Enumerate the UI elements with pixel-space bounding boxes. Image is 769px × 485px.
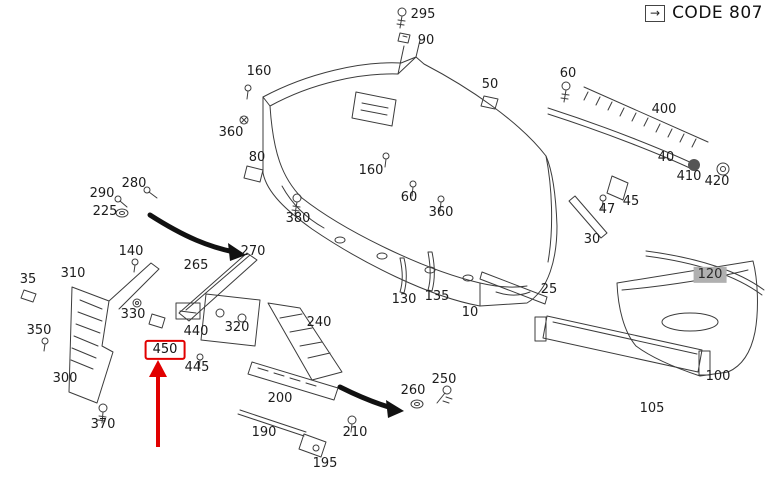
code-header: → CODE 807 xyxy=(645,3,763,23)
rod-shape xyxy=(237,409,327,458)
spoiler-strips-shape xyxy=(547,86,709,170)
part-number-10-47[interactable]: 10 xyxy=(461,304,479,320)
part-number-90-1[interactable]: 90 xyxy=(417,32,435,48)
corner-bracket-shape xyxy=(606,175,629,201)
part-number-250-44[interactable]: 250 xyxy=(431,371,457,387)
part-number-265-33[interactable]: 265 xyxy=(183,257,209,273)
code-label: CODE 807 xyxy=(672,3,763,23)
part-number-240-38[interactable]: 240 xyxy=(306,314,332,330)
part-number-350-29[interactable]: 350 xyxy=(26,322,52,338)
parking-sensor-icons xyxy=(688,159,730,176)
code-arrow-icon: → xyxy=(645,4,666,22)
trim-pieces-shape xyxy=(399,251,435,294)
part-number-195-41[interactable]: 195 xyxy=(312,455,338,471)
part-number-295-0[interactable]: 295 xyxy=(410,6,436,22)
part-number-80-4[interactable]: 80 xyxy=(248,149,266,165)
part-number-140-25[interactable]: 140 xyxy=(118,243,144,259)
part-number-400-11[interactable]: 400 xyxy=(651,101,677,117)
lower-rail-shape xyxy=(247,361,339,401)
part-number-450-36[interactable]: 450 xyxy=(144,339,186,361)
part-number-160-6[interactable]: 160 xyxy=(358,162,384,178)
small-module-shape xyxy=(148,302,201,329)
part-number-330-28[interactable]: 330 xyxy=(120,306,146,322)
end-cap-shapes xyxy=(243,95,499,183)
part-number-60-7[interactable]: 60 xyxy=(400,189,418,205)
part-number-60-10[interactable]: 60 xyxy=(559,65,577,81)
part-number-30-17[interactable]: 30 xyxy=(583,231,601,247)
part-number-260-43[interactable]: 260 xyxy=(400,382,426,398)
part-number-440-34[interactable]: 440 xyxy=(183,323,209,339)
part-number-225-24[interactable]: 225 xyxy=(92,203,118,219)
part-number-35-26[interactable]: 35 xyxy=(19,271,37,287)
part-number-105-21[interactable]: 105 xyxy=(639,400,665,416)
part-number-420-14[interactable]: 420 xyxy=(704,173,730,189)
part-number-100-20[interactable]: 100 xyxy=(705,368,731,384)
part-number-380-5[interactable]: 380 xyxy=(285,210,311,226)
part-number-300-30[interactable]: 300 xyxy=(52,370,78,386)
part-number-310-27[interactable]: 310 xyxy=(60,265,86,281)
fastener-icons xyxy=(20,7,607,433)
part-number-360-3[interactable]: 360 xyxy=(218,124,244,140)
valance-panel-shape xyxy=(616,260,758,377)
arch-trim-shape xyxy=(178,252,258,322)
part-number-40-12[interactable]: 40 xyxy=(657,149,675,165)
center-bracket-shape xyxy=(200,293,261,347)
part-number-45-15[interactable]: 45 xyxy=(622,193,640,209)
selection-arrow-icon xyxy=(149,360,167,447)
part-number-135-46[interactable]: 135 xyxy=(424,288,450,304)
part-number-160-2[interactable]: 160 xyxy=(246,63,272,79)
part-number-130-45[interactable]: 130 xyxy=(391,291,417,307)
part-number-360-8[interactable]: 360 xyxy=(428,204,454,220)
part-number-50-9[interactable]: 50 xyxy=(481,76,499,92)
part-number-410-13[interactable]: 410 xyxy=(676,168,702,184)
pointer-arrow-icons xyxy=(147,212,404,418)
side-strips-shape xyxy=(479,195,608,305)
part-number-280-22[interactable]: 280 xyxy=(121,175,147,191)
part-number-290-23[interactable]: 290 xyxy=(89,185,115,201)
part-number-120-19[interactable]: 120 xyxy=(693,266,727,284)
part-number-320-35[interactable]: 320 xyxy=(224,319,250,335)
part-number-370-31[interactable]: 370 xyxy=(90,416,116,432)
reinforcement-bar-shape xyxy=(534,315,711,376)
part-number-445-37[interactable]: 445 xyxy=(184,359,210,375)
part-number-210-42[interactable]: 210 xyxy=(342,424,368,440)
part-number-200-39[interactable]: 200 xyxy=(267,390,293,406)
part-number-25-18[interactable]: 25 xyxy=(540,281,558,297)
fender-liner-shape xyxy=(68,262,160,404)
part-number-270-32[interactable]: 270 xyxy=(240,243,266,259)
part-number-47-16[interactable]: 47 xyxy=(598,201,616,217)
part-number-190-40[interactable]: 190 xyxy=(251,424,277,440)
bumper-cover-shape xyxy=(262,39,558,307)
impact-strip-shape xyxy=(267,302,343,381)
